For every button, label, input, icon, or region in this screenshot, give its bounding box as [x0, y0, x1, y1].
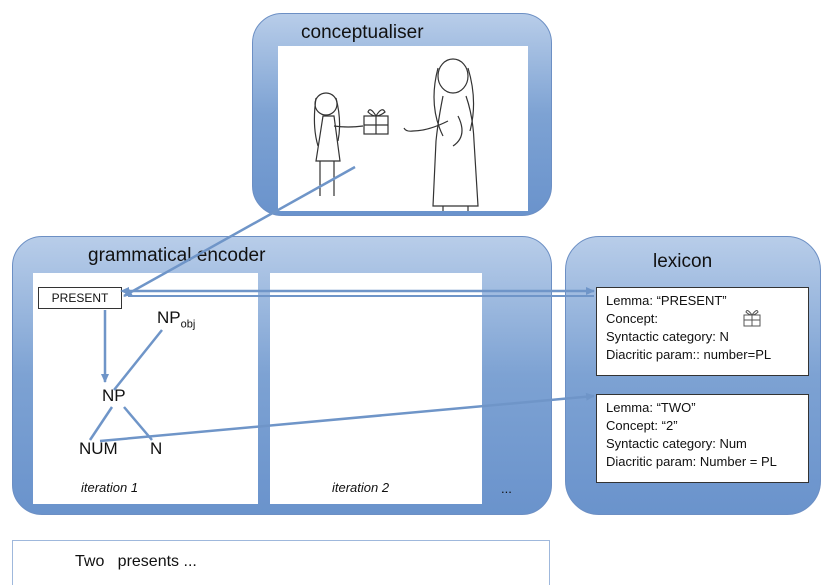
iteration-1-area: iteration 1 — [33, 273, 258, 504]
conceptualiser-scene — [278, 46, 528, 211]
output-text: Two presents ... — [75, 553, 197, 570]
girl-giving-present-illustration — [313, 58, 479, 211]
lexicon-entry-two: Lemma: “TWO” Concept: “2” Syntactic cate… — [596, 394, 809, 483]
entry-present-syntactic: Syntactic category: N — [606, 329, 729, 344]
grammatical-encoder-title: grammatical encoder — [88, 245, 266, 266]
entry-two-lemma: Lemma: “TWO” — [606, 400, 696, 415]
iteration-2-area: iteration 2 — [270, 273, 482, 504]
entry-two-syntactic: Syntactic category: Num — [606, 436, 747, 451]
edge-npobj-np — [113, 329, 163, 391]
edge-np-num — [88, 406, 114, 441]
iteration-1-label: iteration 1 — [81, 480, 139, 495]
arrow-concept-to-present — [123, 165, 356, 298]
entry-present-concept: Concept: — [606, 311, 659, 326]
n-node: N — [150, 439, 163, 458]
num-node: NUM — [79, 439, 118, 458]
entry-present-lemma: Lemma: “PRESENT” — [606, 293, 727, 308]
conceptualiser-title: conceptualiser — [301, 22, 424, 43]
output-box: Two presents ... — [12, 540, 550, 585]
present-concept-label: PRESENT — [51, 291, 109, 305]
np-node: NP — [102, 386, 126, 405]
iteration-ellipsis: ... — [501, 481, 512, 496]
edge-np-n — [123, 406, 153, 441]
lexicon-entry-present: Lemma: “PRESENT” Concept: Syntactic cate… — [596, 287, 809, 376]
entry-two-diacritic: Diacritic param: Number = PL — [606, 454, 777, 469]
np-obj-label: NP — [157, 308, 181, 327]
entry-two-concept: Concept: “2” — [606, 418, 678, 433]
conceptualiser-panel: conceptualiser — [252, 13, 552, 216]
lexicon-title: lexicon — [653, 251, 713, 272]
np-obj-subscript: obj — [180, 318, 196, 331]
np-obj-node: NPobj — [157, 308, 195, 330]
present-concept-box: PRESENT — [38, 287, 122, 309]
iteration-2-label: iteration 2 — [332, 480, 390, 495]
entry-present-diacritic: Diacritic param:: number=PL — [606, 347, 772, 362]
gift-icon — [743, 310, 761, 327]
arrow-num-to-lexicon — [99, 392, 595, 443]
